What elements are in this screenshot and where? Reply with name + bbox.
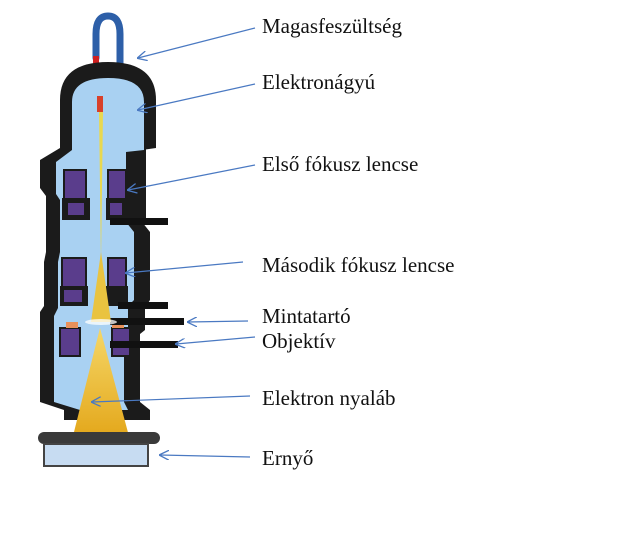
second-lens-coil-left — [61, 257, 87, 289]
label-specimen-holder: Mintatartó — [262, 304, 351, 328]
second-lens-coil-right — [107, 257, 127, 289]
arrow-electron-gun — [138, 83, 256, 110]
objective-coil-left — [59, 327, 81, 357]
screen-base — [38, 432, 160, 444]
lens-housing-upper — [130, 148, 146, 218]
arrow-objective — [176, 336, 256, 344]
electron-beam-mid — [91, 252, 111, 322]
arrow-screen — [160, 455, 251, 457]
arrow-second-lens — [126, 261, 244, 273]
label-electron-gun: Elektronágyú — [262, 70, 376, 94]
arrow-first-lens — [128, 164, 256, 190]
objective-pole-left — [66, 322, 78, 328]
specimen-rod-upper — [118, 302, 168, 309]
first-lens-coil-left — [63, 169, 87, 201]
specimen — [85, 319, 117, 325]
electron-beam-upper — [99, 112, 103, 262]
second-lens-yoke-right — [106, 286, 128, 306]
second-lens-pole-left — [64, 290, 82, 302]
high-voltage-cable — [92, 12, 124, 68]
label-first-focus-lens: Első fókusz lencse — [262, 152, 419, 176]
label-screen: Ernyő — [262, 446, 314, 470]
first-lens-coil-right — [107, 169, 127, 201]
objective-rod — [110, 341, 178, 348]
label-objective: Objektív — [262, 329, 336, 353]
electron-gun — [97, 96, 103, 112]
first-lens-pole-left — [68, 203, 84, 215]
first-lens-rod — [110, 218, 168, 225]
arrow-specimen-holder — [188, 321, 249, 322]
cable-connector — [93, 56, 99, 64]
arrow-electron-beam — [92, 395, 251, 402]
arrow-high-voltage — [138, 27, 256, 58]
label-high-voltage: Magasfeszültség — [262, 14, 402, 38]
first-lens-pole-right — [110, 203, 122, 215]
label-electron-beam: Elektron nyaláb — [262, 386, 396, 410]
label-second-focus-lens: Második fókusz lencse — [262, 253, 455, 277]
screen — [43, 443, 149, 467]
specimen-holder-rod — [110, 318, 184, 325]
electron-beam — [72, 328, 130, 440]
